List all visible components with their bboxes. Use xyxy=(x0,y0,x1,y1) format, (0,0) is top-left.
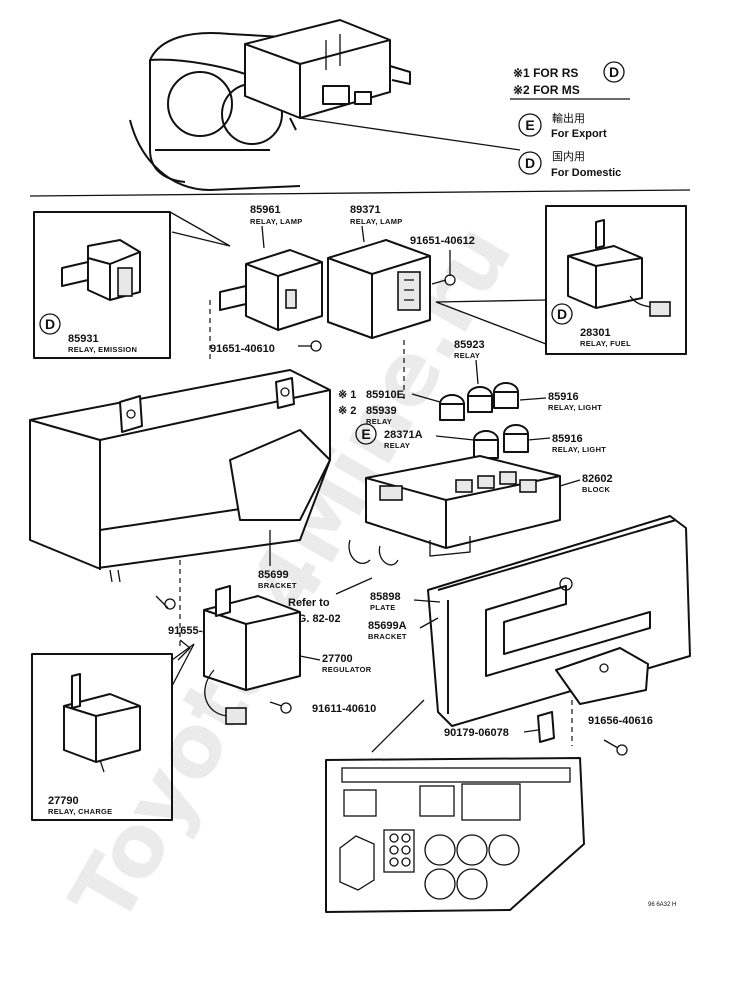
bolt-91651-40610-label: 91651-40610 xyxy=(210,343,275,355)
part-85939-desc: RELAY xyxy=(366,417,392,426)
inset-emission-relay: D 85931 RELAY, EMISSION xyxy=(33,211,231,359)
legend-code-e: E xyxy=(525,117,534,133)
part-85699a-desc: BRACKET xyxy=(368,632,407,641)
clip-90179-06078-label: 90179-06078 xyxy=(444,727,509,739)
bolt-91651-40612-label: 91651-40612 xyxy=(410,235,475,247)
part-85961-desc: RELAY, LAMP xyxy=(250,217,303,226)
part-85898-number: 85898 xyxy=(370,591,401,603)
bracket-85699-labels: 85699 BRACKET Refer to FIG. 82-02 xyxy=(258,530,399,625)
marker-star-2: ※ 2 xyxy=(338,405,356,417)
bottom-fasteners: 90179-06078 91656-40616 xyxy=(444,700,653,756)
drawing-code: 96 6A32 H xyxy=(648,902,676,908)
part-85699-number: 85699 xyxy=(258,569,289,581)
part-85910e-number: 85910E xyxy=(366,389,404,401)
section-divider xyxy=(29,189,691,197)
part-85916a-number: 85916 xyxy=(548,391,579,403)
legend-note-1: ※1 FOR RS xyxy=(513,66,578,80)
bolt-91656-40616-label: 91656-40616 xyxy=(588,715,653,727)
part-85939-number: 85939 xyxy=(366,405,397,417)
part-27790-number: 27790 xyxy=(48,795,79,807)
inset-fuel-relay: D 28301 RELAY, FUEL xyxy=(435,205,687,355)
legend-domestic-jp: 国内用 xyxy=(552,149,585,163)
marker-star-1: ※ 1 xyxy=(338,389,356,401)
legend-code-d-top: D xyxy=(609,64,619,80)
refer-to-label: Refer to xyxy=(288,597,330,609)
part-27700-desc: REGULATOR xyxy=(322,665,372,674)
lamp-relays: 85961 RELAY, LAMP 89371 RELAY, LAMP 9165… xyxy=(209,204,475,400)
part-28301-number: 28301 xyxy=(580,327,611,339)
vehicle-dashboard-illustration xyxy=(129,19,521,191)
part-27700-number: 27700 xyxy=(322,653,353,665)
domestic-code-circle-2 xyxy=(518,151,542,175)
inset-charge-relay: 27790 RELAY, CHARGE xyxy=(31,643,195,821)
part-82602-number: 82602 xyxy=(582,473,613,485)
part-28371a-number: 28371A xyxy=(384,429,423,441)
part-85931-desc: RELAY, EMISSION xyxy=(68,345,137,354)
part-85699a-number: 85699A xyxy=(368,620,407,632)
regulator: 91655-40616 27700 REGULATOR 91611-40610 xyxy=(155,585,376,725)
relay-85961-body xyxy=(245,249,323,331)
part-85931-number: 85931 xyxy=(68,333,99,345)
part-85923-number: 85923 xyxy=(454,339,485,351)
part-27790-desc: RELAY, CHARGE xyxy=(48,807,112,816)
relay-cluster-upper xyxy=(439,382,519,421)
part-85916b-number: 85916 xyxy=(552,433,583,445)
relay-cluster-lower xyxy=(473,424,529,459)
legend-domestic-en: For Domestic xyxy=(551,167,621,179)
domestic-code-circle xyxy=(603,61,625,83)
part-85961-number: 85961 xyxy=(250,204,281,216)
legend-note-2: ※2 FOR MS xyxy=(513,83,580,97)
part-85898-desc: PLATE xyxy=(370,603,396,612)
part-28301-desc: RELAY, FUEL xyxy=(580,339,631,348)
part-82602-desc: BLOCK xyxy=(582,485,610,494)
part-85699-desc: BRACKET xyxy=(258,581,297,590)
main-bracket-assembly xyxy=(29,369,331,650)
bolt-91611-40610-label: 91611-40610 xyxy=(312,703,376,715)
part-89371-desc: RELAY, LAMP xyxy=(350,217,403,226)
legend: ※1 FOR RS D ※2 FOR MS E 輸出用 For Export D… xyxy=(510,61,630,179)
part-89371-number: 89371 xyxy=(350,204,381,216)
part-85916a-desc: RELAY, LIGHT xyxy=(548,403,602,412)
part-85916b-desc: RELAY, LIGHT xyxy=(552,445,606,454)
part-85923-desc: RELAY xyxy=(454,351,480,360)
fig-reference-label: FIG. 82-02 xyxy=(288,613,341,625)
code-e-relay: E xyxy=(361,426,370,442)
code-d-fuel: D xyxy=(557,306,567,322)
mounting-plate: 85898 PLATE 85699A BRACKET xyxy=(368,515,691,727)
legend-export-en: For Export xyxy=(551,128,607,140)
junction-block: 82602 BLOCK xyxy=(365,455,613,557)
code-d-emission: D xyxy=(45,316,55,332)
legend-code-d: D xyxy=(525,155,535,171)
export-code-circle xyxy=(518,113,542,137)
legend-export-jp: 輸出用 xyxy=(552,111,585,125)
plate-layout-detail xyxy=(325,699,585,913)
round-relays: 85923 RELAY ※ 1 85910E ※ 2 85939 RELAY 8… xyxy=(338,339,606,459)
part-28371a-desc: RELAY xyxy=(384,441,410,450)
